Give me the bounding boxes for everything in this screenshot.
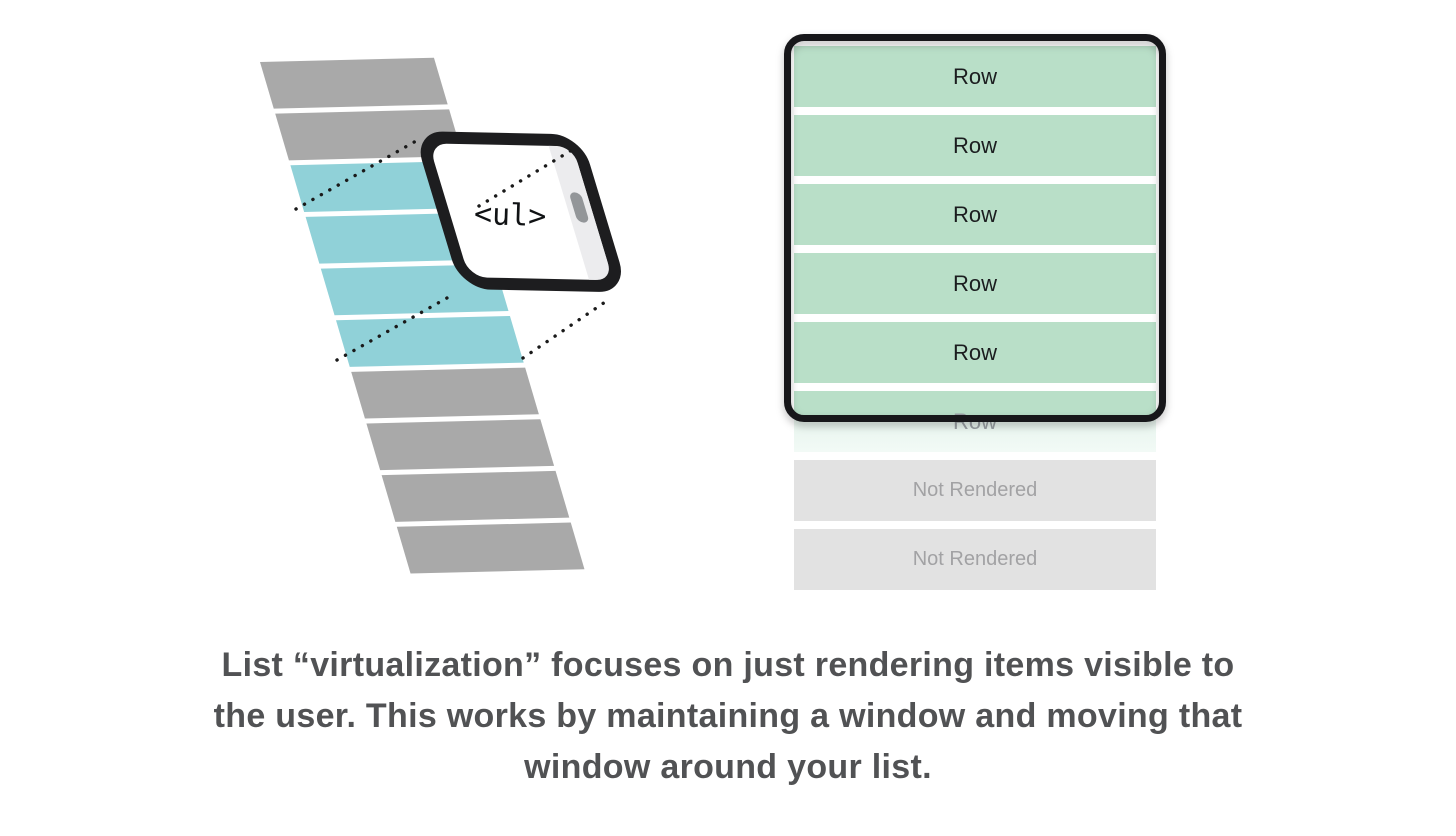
row-label: Row — [952, 63, 997, 89]
list-row-gray — [351, 367, 539, 419]
caption-line: List “virtualization” focuses on just re… — [221, 646, 1235, 684]
rendered-list-row-rendered: Row — [794, 115, 1156, 176]
list-row-gray — [366, 419, 555, 471]
row-label: Not Rendered — [912, 479, 1038, 501]
row-label: Row — [952, 201, 997, 227]
rendered-list-row-not_rendered: Not Rendered — [794, 529, 1156, 590]
rendered-list-row-rendered: Row — [794, 253, 1156, 314]
list-row-teal — [335, 315, 524, 367]
caption-line: window around your list. — [524, 748, 932, 786]
list-row-gray — [381, 470, 570, 522]
row-label: Row — [952, 132, 997, 158]
caption-line: the user. This works by maintaining a wi… — [213, 697, 1243, 735]
ul-tag-label: <ul> — [473, 196, 547, 235]
rendered-list-row-rendered: Row — [794, 322, 1156, 383]
projection-lines — [294, 139, 610, 362]
dotted-line-bottom-right — [521, 298, 610, 360]
caption: List “virtualization” focuses on just re… — [0, 640, 1456, 793]
row-label: Row — [952, 339, 997, 365]
row-label: Not Rendered — [912, 548, 1038, 570]
rendered-list-row-rendered: Row — [794, 46, 1156, 107]
rendered-list-row-rendered: Row — [794, 184, 1156, 245]
rendered-list-row-not_rendered: Not Rendered — [794, 460, 1156, 521]
row-label: Row — [952, 270, 997, 296]
list-row-gray — [260, 57, 448, 109]
virtual-window-frame — [784, 34, 1166, 422]
list-row-gray — [396, 522, 585, 574]
